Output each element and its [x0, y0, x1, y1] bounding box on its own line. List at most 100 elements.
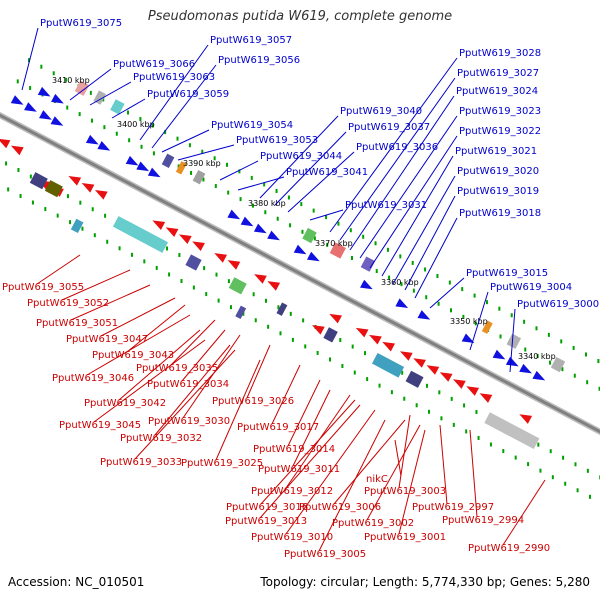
- tick-mark: [485, 300, 488, 305]
- reverse-gene-label: PputW619_3006: [299, 502, 381, 513]
- tick-mark: [188, 143, 191, 148]
- tick-mark: [313, 236, 316, 241]
- feature-box: [110, 99, 125, 115]
- tick-mark: [465, 429, 468, 434]
- tick-mark: [561, 367, 564, 372]
- tick-mark: [448, 280, 451, 285]
- tick-mark: [66, 194, 69, 199]
- reverse-gene-arrow: [68, 176, 82, 186]
- forward-label-leader: [509, 308, 516, 373]
- feature-box: [481, 320, 493, 334]
- tick-mark: [527, 462, 530, 467]
- tick-mark: [574, 462, 577, 467]
- tick-mark: [452, 422, 455, 427]
- tick-mark: [463, 403, 466, 408]
- reverse-gene-arrow: [10, 145, 24, 156]
- tick-mark: [499, 334, 502, 339]
- forward-label-leader: [359, 115, 458, 259]
- reverse-label-leader: [86, 314, 191, 376]
- tick-mark: [572, 345, 575, 350]
- tick-mark: [329, 357, 332, 362]
- reverse-label-leader: [502, 479, 546, 546]
- reverse-label-leader: [366, 424, 421, 521]
- forward-gene-arrow: [97, 140, 111, 151]
- tick-mark: [254, 318, 257, 323]
- tick-mark: [65, 77, 68, 82]
- tick-mark: [267, 324, 270, 329]
- feature-box: [484, 412, 540, 450]
- reverse-label-leader: [246, 344, 271, 399]
- reverse-gene-arrow: [382, 341, 396, 352]
- reverse-label-leader: [215, 359, 261, 461]
- feature-box: [175, 161, 187, 175]
- forward-gene-label: PputW619_3075: [40, 18, 122, 29]
- tick-mark: [251, 203, 254, 208]
- tick-mark: [450, 308, 453, 313]
- kbp-tick-label: 3400 kbp: [117, 120, 155, 129]
- tick-mark: [390, 390, 393, 395]
- feature-box: [323, 327, 338, 343]
- tick-mark: [378, 383, 381, 388]
- forward-gene-label: PputW619_3004: [490, 282, 572, 293]
- forward-label-leader: [381, 155, 454, 277]
- tick-mark: [523, 319, 526, 324]
- reverse-label-leader: [394, 439, 402, 477]
- reverse-gene-label: PputW619_3013: [225, 516, 307, 527]
- tick-mark: [573, 373, 576, 378]
- tick-mark: [415, 403, 418, 408]
- reverse-gene-label: PputW619_3042: [84, 398, 166, 409]
- reverse-label-leader: [154, 344, 231, 436]
- forward-gene-arrow: [293, 244, 307, 255]
- reverse-gene-label: PputW619_3025: [181, 458, 263, 469]
- tick-mark: [364, 351, 367, 356]
- feature-box: [44, 180, 63, 198]
- tick-mark: [440, 416, 443, 421]
- tick-mark: [56, 213, 59, 218]
- tick-mark: [180, 278, 183, 283]
- feature-box: [506, 333, 522, 349]
- tick-mark: [302, 318, 305, 323]
- tick-mark: [78, 112, 81, 117]
- tick-mark: [89, 90, 92, 95]
- forward-gene-arrow: [360, 279, 373, 290]
- reverse-gene-arrow: [0, 138, 11, 149]
- reverse-gene-arrow: [192, 241, 205, 252]
- forward-label-leader: [161, 129, 210, 153]
- tick-mark: [388, 275, 391, 280]
- tick-mark: [411, 260, 414, 265]
- forward-gene-label: PputW619_3020: [457, 166, 539, 177]
- tick-mark: [226, 162, 229, 167]
- forward-gene-label: PputW619_3059: [147, 89, 229, 100]
- tick-mark: [202, 177, 205, 182]
- tick-mark: [547, 332, 550, 337]
- reverse-label-leader: [118, 329, 201, 401]
- tick-mark: [16, 79, 19, 84]
- feature-box: [70, 218, 84, 234]
- tick-mark: [7, 187, 10, 192]
- tick-mark: [52, 71, 55, 76]
- tick-mark: [81, 226, 84, 231]
- reverse-label-leader: [61, 269, 131, 301]
- tick-mark: [450, 396, 453, 401]
- forward-gene-arrow: [519, 363, 532, 374]
- tick-mark: [537, 442, 540, 447]
- feature-box: [550, 356, 566, 373]
- tick-mark: [155, 265, 158, 270]
- reverse-label-leader: [292, 389, 331, 467]
- tick-mark: [351, 344, 354, 349]
- reverse-gene-label: PputW619_3045: [59, 420, 141, 431]
- forward-gene-arrow: [240, 216, 254, 227]
- tick-mark: [192, 285, 195, 290]
- tick-mark: [514, 455, 517, 460]
- tick-mark: [489, 442, 492, 447]
- reverse-gene-arrow: [399, 351, 413, 361]
- forward-gene-label: PputW619_3037: [348, 122, 430, 133]
- reverse-gene-label: PputW619_3055: [2, 282, 84, 293]
- feature-box: [112, 216, 169, 253]
- tick-mark: [301, 229, 304, 234]
- tick-mark: [276, 216, 279, 221]
- tick-mark: [250, 175, 253, 180]
- tick-mark: [425, 383, 428, 388]
- kbp-tick-label: 3380 kbp: [248, 199, 286, 208]
- tick-mark: [27, 58, 30, 63]
